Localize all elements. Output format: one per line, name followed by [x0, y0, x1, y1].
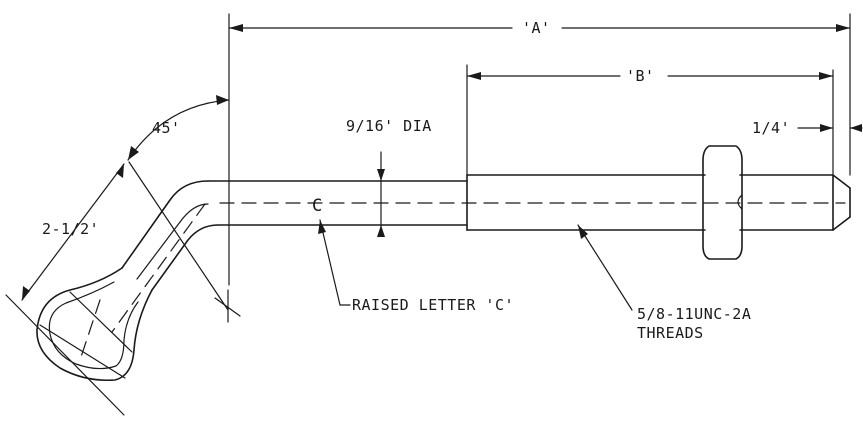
dimension-b: [466, 72, 834, 80]
dimension-quarter: [797, 124, 863, 132]
dimension-a-label: 'A': [522, 19, 551, 37]
dimension-quarter-label: 1/4': [752, 119, 790, 137]
eye-cross-line-2: [69, 291, 133, 353]
dimension-b-label: 'B': [626, 67, 655, 85]
thread-spec-line1: 5/8-11UNC-2A: [637, 305, 751, 323]
leg-length-label: 2-1/2': [42, 220, 99, 238]
raised-letter-leader: [318, 219, 351, 306]
bolt-eye: [36, 267, 153, 382]
angle-dimension: [127, 95, 230, 161]
thread-spec-line2: THREADS: [637, 324, 704, 342]
thread-spec-leader: [577, 224, 633, 311]
diameter-dimension: [377, 151, 385, 237]
angle-label: 45': [152, 119, 181, 137]
hex-nut: [702, 145, 743, 260]
raised-letter-note: RAISED LETTER 'C': [352, 296, 514, 314]
bolt-shank: [207, 180, 468, 226]
raised-letter-mark: C: [312, 196, 322, 216]
leg-length-dimension: [5, 161, 229, 416]
centerline-bend: [111, 203, 206, 333]
dimension-a: [228, 24, 851, 32]
eye-center-line: [79, 299, 101, 361]
diameter-label: 9/16' DIA: [346, 117, 432, 135]
bend-cross-mark: [214, 289, 241, 323]
